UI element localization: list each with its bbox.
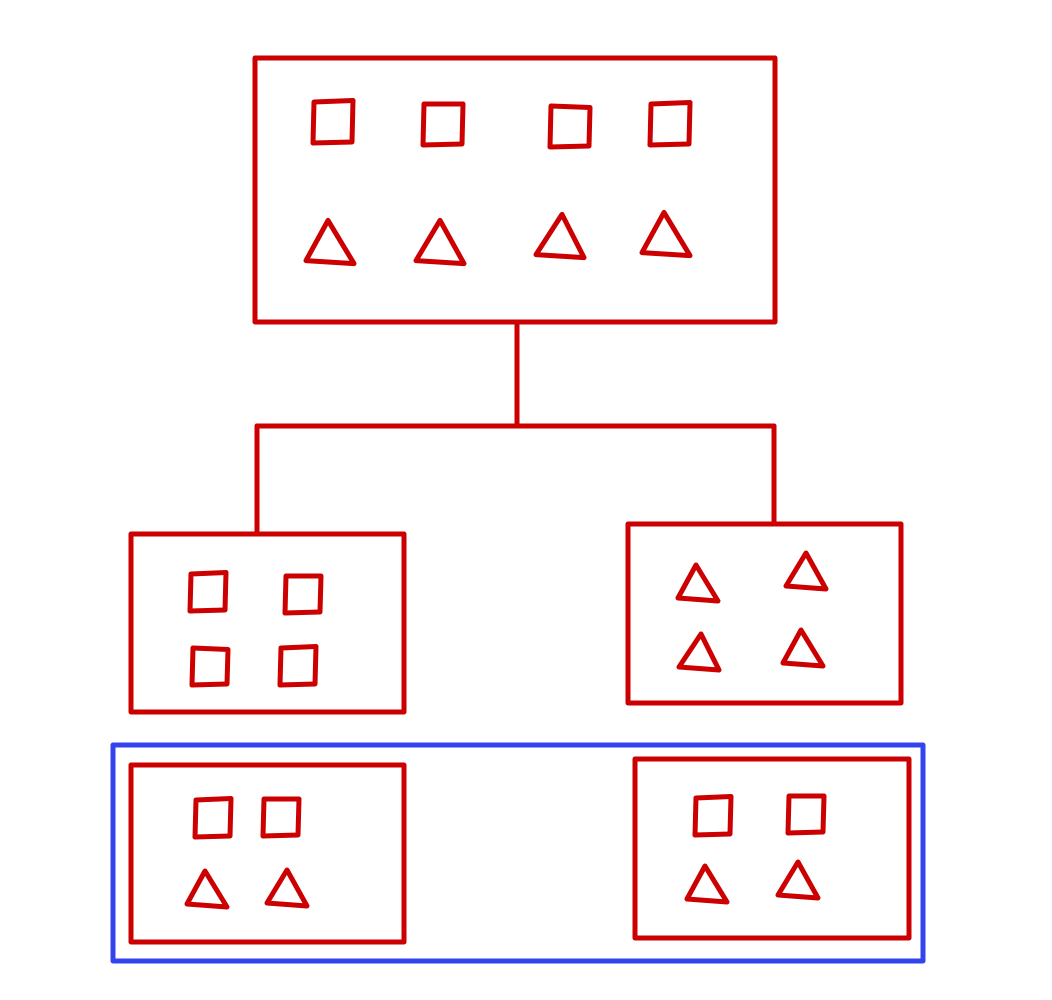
triangle-symbol-icon (783, 550, 829, 592)
triangle-symbol-icon (533, 211, 587, 261)
square-symbol-icon (260, 796, 302, 839)
node-box (128, 762, 407, 945)
node-box (625, 521, 904, 706)
connectors (254, 319, 777, 537)
square-symbol-icon (189, 645, 231, 688)
node-right-child (625, 521, 904, 706)
triangle-symbol-icon (675, 562, 721, 604)
square-symbol-icon (647, 100, 693, 148)
square-symbol-icon (547, 103, 593, 150)
triangle-symbol-icon (264, 867, 310, 909)
node-left-child (128, 531, 407, 715)
square-symbol-icon (420, 101, 466, 148)
square-symbol-icon (282, 573, 324, 616)
square-symbol-icon (277, 644, 319, 688)
triangle-symbol-icon (684, 863, 730, 905)
square-symbol-icon (785, 793, 827, 836)
node-box (632, 756, 912, 941)
square-symbol-icon (192, 796, 234, 840)
node-box (252, 55, 778, 325)
triangle-symbol-icon (413, 217, 467, 267)
triangle-symbol-icon (303, 217, 357, 267)
triangle-symbol-icon (780, 627, 826, 669)
triangle-symbol-icon (639, 209, 693, 259)
highlighted-group-frame (110, 742, 926, 964)
square-symbol-icon (692, 794, 734, 838)
node-box (128, 531, 407, 715)
node-root (252, 55, 778, 325)
node-mixed-right (632, 756, 912, 941)
node-mixed-left (128, 762, 407, 945)
triangle-symbol-icon (775, 859, 821, 901)
highlight-group-layer (110, 742, 926, 964)
square-symbol-icon (187, 570, 229, 614)
triangle-symbol-icon (184, 868, 230, 910)
triangle-symbol-icon (676, 631, 722, 673)
nodes (128, 55, 912, 945)
square-symbol-icon (310, 98, 356, 146)
